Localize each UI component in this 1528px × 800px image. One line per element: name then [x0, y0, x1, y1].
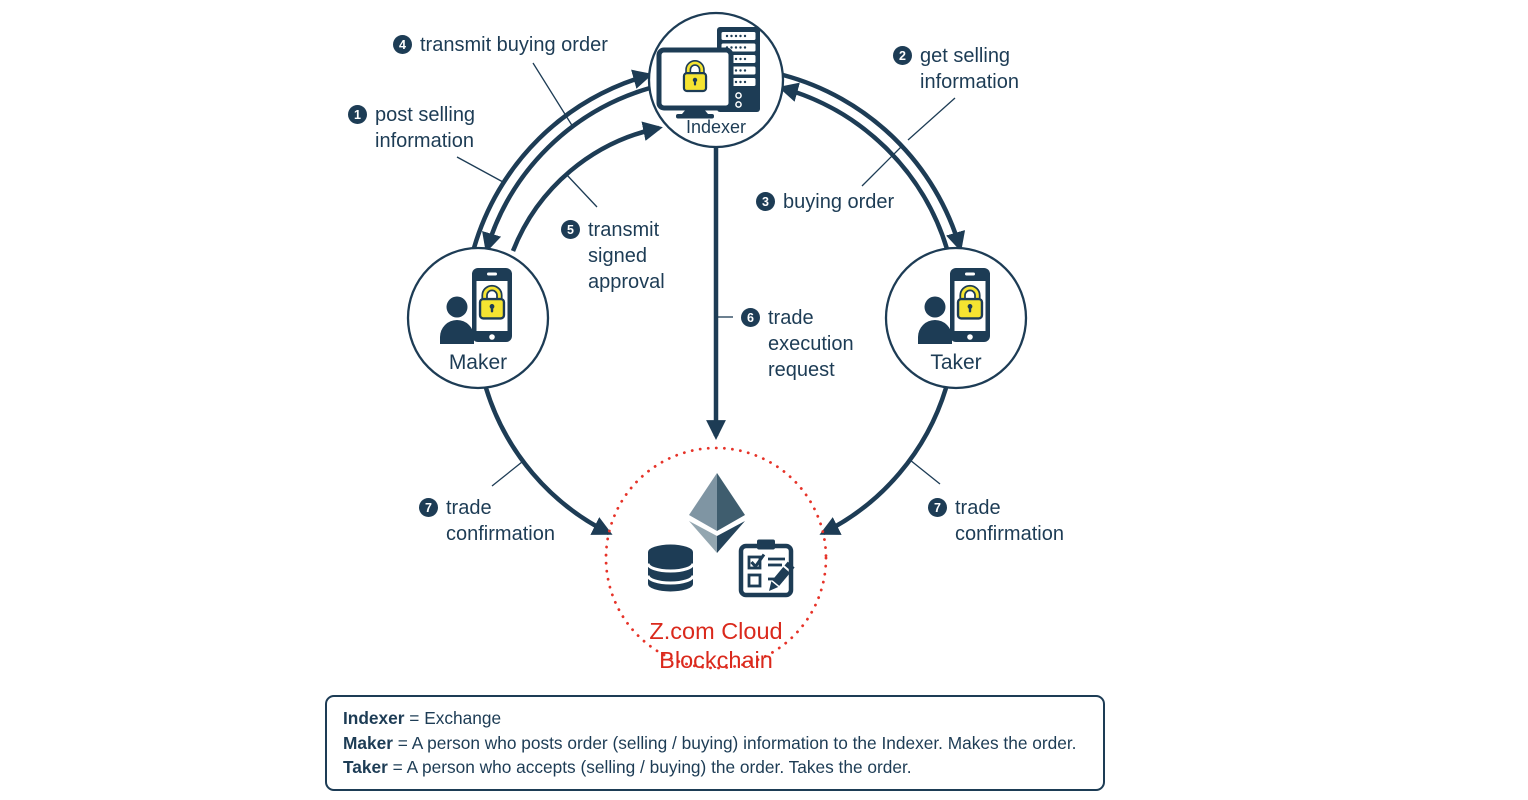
step-6-badge: 6 — [741, 308, 760, 327]
step-label-3: 3 buying order — [756, 189, 894, 215]
legend-box: Indexer = Exchange Maker = A person who … — [325, 695, 1105, 791]
pen-icon — [769, 561, 795, 591]
step-7-left-badge: 7 — [419, 498, 438, 517]
step-7-left-text: trade — [446, 497, 492, 519]
step-label-2: 2 get selling information — [893, 43, 1019, 95]
step-4-text: transmit buying order — [420, 34, 608, 56]
step-3-text: buying order — [783, 191, 895, 213]
legend-row-taker: Taker = A person who accepts (selling / … — [343, 755, 1087, 780]
leader-step1 — [456, 156, 504, 183]
arrow-get-selling-information — [782, 72, 966, 252]
blockchain-caption-line2: Blockchain — [659, 647, 773, 673]
step-5-badge: 5 — [561, 220, 580, 239]
blockchain-caption: Z.com Cloud Blockchain — [606, 617, 826, 675]
step-label-7-left: 7 trade confirmation — [419, 495, 555, 547]
legend-row-maker: Maker = A person who posts order (sellin… — [343, 731, 1087, 756]
arrow-transmit-buying-order — [482, 85, 651, 253]
arrow-trade-confirmation-left — [483, 387, 613, 536]
ethereum-icon — [689, 473, 745, 553]
step-7-right-badge: 7 — [928, 498, 947, 517]
step-2-text: get selling — [920, 45, 1011, 67]
arrow-buying-order — [778, 82, 950, 250]
legend-term-indexer: Indexer — [343, 708, 405, 728]
step-label-6: 6 trade execution request — [741, 305, 854, 383]
legend-term-taker: Taker — [343, 757, 388, 777]
leader-step7-left — [491, 461, 523, 487]
maker-node-label: Maker — [448, 351, 508, 374]
leader-line-layer — [456, 62, 956, 487]
arrow-trade-confirmation-right — [819, 387, 949, 536]
arrow-layer — [471, 69, 966, 536]
legend-desc-indexer: = Exchange — [409, 708, 502, 728]
leader-step4 — [532, 62, 574, 128]
leader-step3 — [861, 146, 902, 187]
step-4-badge: 4 — [393, 35, 412, 54]
monitor-lock-server-icon — [656, 27, 760, 119]
leader-step7-right — [909, 459, 941, 485]
legend-term-maker: Maker — [343, 732, 393, 753]
step-2-badge: 2 — [893, 46, 912, 65]
step-6-text: trade — [768, 307, 814, 329]
legend-desc-maker: = A person who posts order (selling / bu… — [397, 732, 1077, 753]
arrow-post-selling-information — [471, 69, 653, 249]
step-5-text: transmit — [588, 219, 660, 241]
arrow-transmit-signed-approval — [510, 121, 663, 252]
step-label-4: 4 transmit buying order — [393, 32, 608, 58]
step-label-1: 1 post selling information — [348, 102, 475, 154]
step-label-5: 5 transmit signed approval — [561, 217, 665, 295]
step-1-badge: 1 — [348, 105, 367, 124]
indexer-node-label: Indexer — [685, 117, 747, 137]
step-7-right-text: trade — [955, 497, 1001, 519]
taker-node-label: Taker — [930, 351, 982, 374]
step-1-text: post selling — [375, 104, 476, 126]
step-3-badge: 3 — [756, 192, 775, 211]
legend-desc-taker: = A person who accepts (selling / buying… — [392, 757, 912, 777]
blockchain-dotted-circle — [604, 446, 828, 670]
contract-checklist-pen-icon — [738, 539, 795, 598]
legend-row-indexer: Indexer = Exchange — [343, 706, 1087, 731]
leader-step5 — [565, 173, 598, 208]
step-label-7-right: 7 trade confirmation — [928, 495, 1064, 547]
blockchain-caption-line1: Z.com Cloud — [649, 618, 783, 644]
leader-step2 — [907, 97, 956, 141]
database-icon — [646, 544, 695, 592]
